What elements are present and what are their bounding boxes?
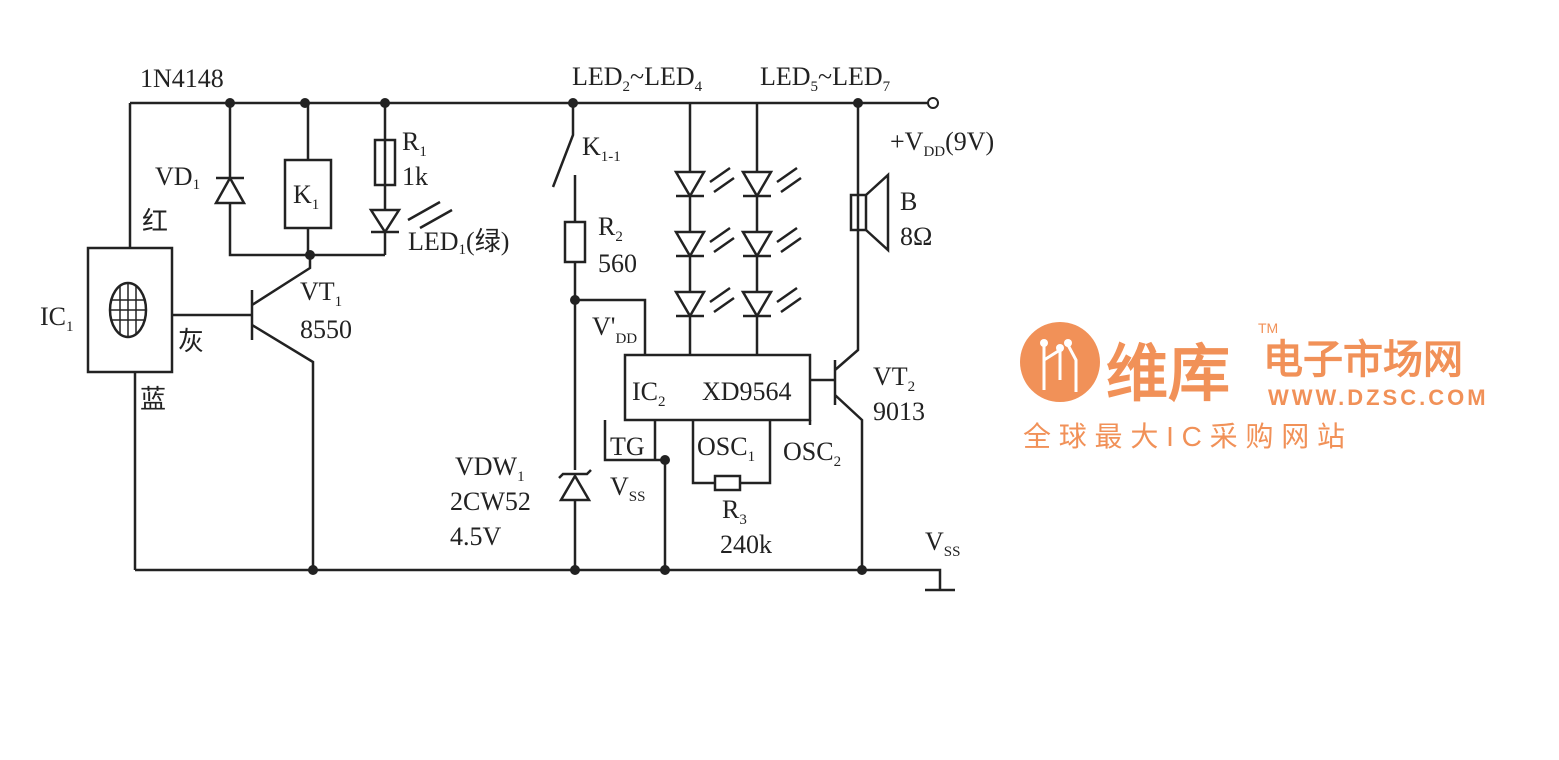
ic1-module [86, 246, 174, 374]
led-array-icons [673, 166, 802, 319]
label-k1: K1 [293, 180, 319, 213]
watermark-brand: 维库 [1106, 340, 1230, 409]
watermark-tm: TM [1258, 320, 1278, 336]
label-vdd-prime: V'DD [592, 312, 637, 347]
label-vdw1-part: 2CW52 [450, 487, 531, 516]
label-vdd: +VDD(9V) [890, 127, 994, 160]
watermark-title: 电子市场网 [1263, 338, 1463, 382]
label-ic2: IC2 [632, 377, 666, 410]
vt2-transistor [810, 103, 864, 570]
speaker-cone [865, 172, 890, 253]
watermark-url: WWW.DZSC.COM [1268, 385, 1489, 410]
label-r1: R1 [402, 127, 427, 160]
label-led1: LED1(绿) [408, 227, 509, 258]
label-osc2: OSC2 [783, 437, 841, 470]
label-ic1: IC1 [40, 302, 74, 335]
label-led5-led7: LED5~LED7 [760, 62, 891, 95]
label-vdw1-value: 4.5V [450, 522, 502, 551]
label-gray-wire: 灰 [178, 327, 204, 356]
label-ic2-part: XD9564 [702, 377, 792, 406]
watermark-slogan: 全 球 最 大 I C 采 购 网 站 [1023, 421, 1345, 452]
label-osc1: OSC1 [697, 432, 755, 465]
label-vd1: VD1 [155, 162, 200, 193]
osc1-wires [691, 420, 772, 485]
label-vt1-part: 8550 [300, 315, 352, 344]
led1-light-arrows [371, 200, 453, 234]
label-blue-wire: 蓝 [140, 385, 166, 414]
label-vss: VSS [925, 527, 960, 560]
label-tg: TG [610, 432, 645, 461]
bottom-rail [135, 568, 942, 590]
label-r1-value: 1k [402, 162, 428, 191]
label-r2-value: 560 [598, 249, 637, 278]
label-vt2: VT2 [873, 362, 915, 395]
vdd-terminal [927, 97, 939, 109]
label-led2-led4: LED2~LED4 [572, 62, 703, 95]
label-vdw1: VDW1 [455, 452, 525, 485]
ic1-wires [128, 103, 137, 570]
dzsc-watermark: 维库 电子市场网 TM WWW.DZSC.COM 全 球 最 大 I C 采 购… [1020, 320, 1489, 452]
vt1-transistor [172, 255, 315, 570]
label-speaker-value: 8Ω [900, 222, 932, 251]
label-1n4148: 1N4148 [140, 64, 224, 93]
label-speaker: B [900, 187, 917, 216]
label-r3-value: 240k [720, 530, 772, 559]
label-vss-ic: VSS [610, 472, 645, 505]
ic2-chip [623, 353, 812, 422]
led1-icon [368, 208, 402, 235]
label-red-wire: 红 [142, 207, 168, 236]
label-r3: R3 [722, 495, 747, 528]
tg-pin [603, 420, 667, 570]
r1-resistor [373, 138, 397, 187]
microphone-grille [110, 283, 146, 337]
speaker-icon [849, 193, 868, 232]
vdw1-zener-icon [558, 473, 592, 502]
label-vt1: VT1 [300, 277, 342, 310]
vdw1-cathode [558, 469, 592, 479]
label-k11: K1-1 [582, 132, 621, 165]
vdd-prime-wire [575, 298, 647, 355]
vd1-diode-icon [213, 175, 247, 205]
label-vt2-part: 9013 [873, 397, 925, 426]
r2-resistor [563, 220, 587, 264]
vd1-wire [228, 103, 385, 257]
label-r2: R2 [598, 212, 623, 245]
r3-resistor [713, 474, 742, 492]
k1-relay-coil [283, 158, 333, 230]
k11-switch [551, 103, 577, 570]
